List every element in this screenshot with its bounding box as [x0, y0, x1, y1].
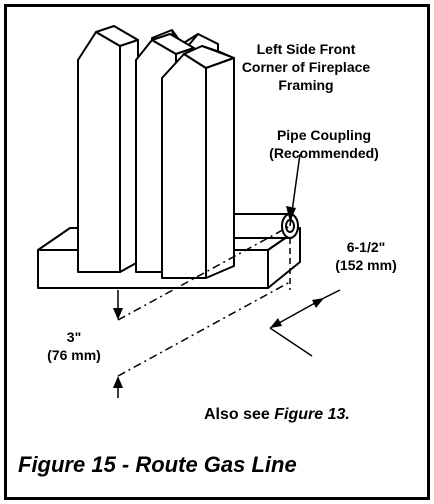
corner-label-line2: Corner of Fireplace — [242, 59, 371, 75]
see-also-note: Also see Figure 13. — [204, 406, 350, 424]
see-also-prefix: Also see — [204, 406, 275, 423]
stud-left — [77, 25, 139, 273]
corner-label-line1: Left Side Front — [257, 41, 356, 57]
depth-label-line1: 6-1/2" — [347, 239, 386, 255]
corner-label-line3: Framing — [278, 77, 333, 93]
dimension-arrows — [113, 206, 324, 388]
stud-front — [161, 45, 235, 279]
coupling-label-line1: Pipe Coupling — [277, 127, 371, 143]
figure-caption: Figure 15 - Route Gas Line — [18, 452, 297, 477]
height-label-line2: (76 mm) — [47, 347, 101, 363]
see-also-reference: Figure 13. — [274, 406, 350, 423]
height-label-line1: 3" — [67, 329, 81, 345]
gas-pipe — [225, 213, 299, 239]
depth-label-line2: (152 mm) — [335, 257, 396, 273]
figure-frame — [4, 4, 430, 500]
coupling-label-line2: (Recommended) — [269, 145, 379, 161]
